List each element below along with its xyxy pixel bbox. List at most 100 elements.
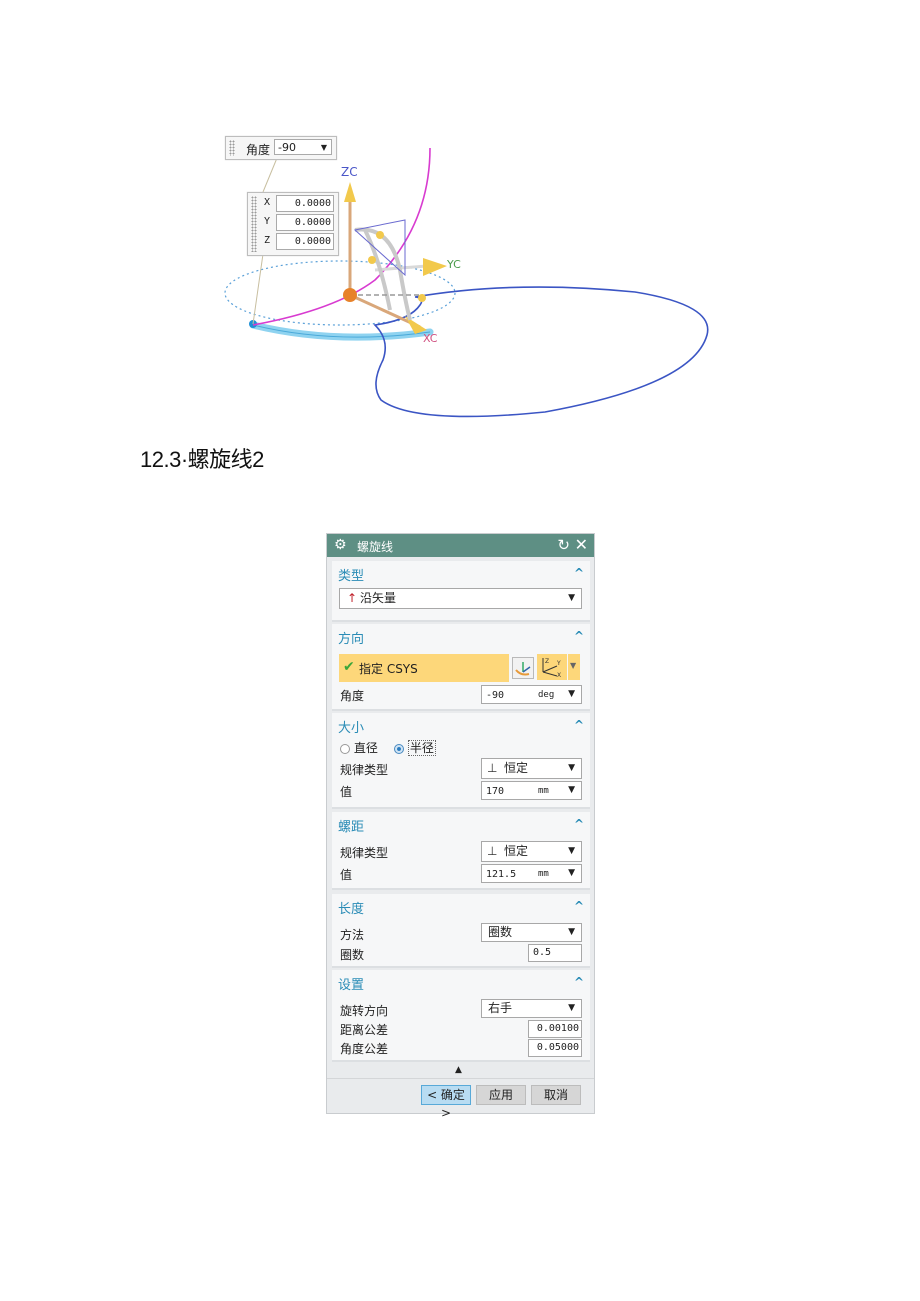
section-title[interactable]: 大小: [338, 721, 365, 736]
radio-label: 直径: [353, 741, 378, 755]
gear-icon: ⚙: [334, 537, 347, 553]
size-law-dropdown[interactable]: ⊥ 恒定 ▼: [481, 758, 582, 779]
method-value: 圈数: [488, 925, 513, 939]
type-dropdown[interactable]: ↑ 沿矢量 ▼: [339, 588, 582, 609]
section-title[interactable]: 长度: [338, 902, 365, 917]
section-title[interactable]: 类型: [338, 569, 365, 584]
angle-tolerance-input[interactable]: 0.05000: [528, 1039, 582, 1057]
rotation-dropdown[interactable]: 右手 ▼: [481, 999, 582, 1018]
section-title[interactable]: 螺距: [338, 820, 365, 835]
section-heading: 12.3·螺旋线2: [140, 447, 264, 472]
distance-tolerance-label: 距离公差: [340, 1023, 389, 1037]
section-size: 大小 ^ 直径 半径 规律类型 ⊥ 恒定 ▼ 值 170 mm ▼: [332, 713, 590, 809]
csys-label: 指定 CSYS: [359, 662, 418, 676]
chevron-down-icon: ▼: [568, 689, 575, 699]
rotation-label: 旋转方向: [340, 1004, 389, 1018]
drag-handle[interactable]: [251, 196, 257, 252]
coord-row-x: X 0.0000: [260, 195, 336, 213]
turns-input[interactable]: 0.5: [528, 944, 582, 962]
csys-dialog-button[interactable]: [512, 657, 534, 679]
vector-arrow-icon: ↑: [347, 591, 358, 605]
chevron-down-icon: ▼: [568, 927, 575, 937]
chevron-down-icon: ▼: [570, 661, 577, 670]
law-value: 恒定: [504, 761, 529, 775]
radio-label: 半径: [407, 740, 436, 756]
chevron-up-icon[interactable]: ^: [573, 629, 584, 643]
section-title[interactable]: 设置: [338, 978, 365, 993]
csys-type-dropdown[interactable]: ▼: [568, 654, 580, 680]
pitch-unit: mm: [538, 869, 549, 879]
chevron-down-icon: ▼: [568, 846, 575, 856]
angle-dropdown[interactable]: -90 ▼: [274, 139, 332, 155]
angle-input[interactable]: -90 deg ▼: [481, 685, 582, 704]
apply-button[interactable]: 应用: [476, 1085, 526, 1105]
chevron-up-icon[interactable]: ^: [573, 899, 584, 913]
coord-axis-label: Y: [264, 216, 271, 227]
checkmark-icon: ✔: [343, 659, 355, 675]
cancel-button[interactable]: 取消: [531, 1085, 581, 1105]
radio-selected-icon: [394, 743, 404, 754]
coordinate-onscreen-inputs: X 0.0000 Y 0.0000 Z 0.0000: [247, 192, 339, 256]
radio-radius[interactable]: 半径: [394, 739, 436, 756]
angle-label: 角度: [340, 689, 365, 703]
angle-onscreen-input[interactable]: 角度 -90 ▼: [225, 136, 337, 160]
value-label: 值: [340, 785, 353, 799]
value-label: 值: [340, 868, 353, 882]
size-value-input[interactable]: 170 mm ▼: [481, 781, 582, 800]
chevron-up-icon[interactable]: ^: [573, 566, 584, 580]
svg-text:Y: Y: [556, 660, 561, 667]
chevron-down-icon: ▼: [568, 593, 575, 603]
drag-handle[interactable]: [229, 140, 235, 156]
section-length: 长度 ^ 方法 圈数 ▼ 圈数 0.5: [332, 894, 590, 968]
distance-tolerance-input[interactable]: 0.00100: [528, 1020, 582, 1038]
coord-z-input[interactable]: 0.0000: [276, 233, 334, 250]
close-icon[interactable]: ✕: [574, 535, 588, 554]
helix-preview-graphic: ZC XC YC: [224, 147, 709, 418]
radio-diameter[interactable]: 直径: [340, 739, 378, 756]
size-value: 170: [486, 786, 505, 797]
radio-icon: [340, 743, 350, 754]
coord-axis-label: Z: [264, 235, 271, 246]
angle-label: 角度: [246, 143, 271, 157]
coord-x-input[interactable]: 0.0000: [276, 195, 334, 212]
pitch-value-input[interactable]: 121.5 mm ▼: [481, 864, 582, 883]
section-title[interactable]: 方向: [338, 632, 365, 647]
type-value: 沿矢量: [360, 591, 397, 605]
specify-csys-selector[interactable]: ✔ 指定 CSYS: [339, 654, 509, 682]
law-type-label: 规律类型: [340, 763, 389, 777]
cad-viewport[interactable]: ZC XC YC 角度 -90 ▼ X 0.0000 Y: [215, 130, 725, 425]
coord-axis-label: X: [264, 197, 271, 208]
chevron-down-icon: ▼: [568, 1003, 575, 1013]
dialog-titlebar: ⚙ 螺旋线 ↻ ✕: [327, 534, 594, 557]
pitch-value: 121.5: [486, 869, 517, 880]
size-unit: mm: [538, 786, 549, 796]
angle-value: -90: [278, 141, 296, 154]
chevron-down-icon: ▼: [568, 763, 575, 773]
reset-icon[interactable]: ↻: [557, 536, 570, 554]
chevron-down-icon: ▼: [320, 143, 327, 152]
law-value: 恒定: [504, 844, 529, 858]
pitch-law-dropdown[interactable]: ⊥ 恒定 ▼: [481, 841, 582, 862]
collapse-up-icon[interactable]: ▲: [455, 1065, 462, 1075]
method-label: 方法: [340, 928, 365, 942]
chevron-up-icon[interactable]: ^: [573, 817, 584, 831]
turns-label: 圈数: [340, 948, 365, 962]
coord-row-z: Z 0.0000: [260, 233, 336, 251]
angle-tolerance-label: 角度公差: [340, 1042, 389, 1056]
section-settings: 设置 ^ 旋转方向 右手 ▼ 距离公差 0.00100 角度公差 0.05000: [332, 970, 590, 1062]
constant-law-icon: ⊥: [487, 844, 498, 858]
coord-y-input[interactable]: 0.0000: [276, 214, 334, 231]
length-method-dropdown[interactable]: 圈数 ▼: [481, 923, 582, 942]
dialog-footer: ▲ < 确定 > 应用 取消: [327, 1062, 594, 1120]
chevron-up-icon[interactable]: ^: [573, 975, 584, 989]
svg-text:XC: XC: [423, 332, 438, 345]
ok-button[interactable]: < 确定 >: [421, 1085, 471, 1120]
chevron-up-icon[interactable]: ^: [573, 718, 584, 732]
coord-row-y: Y 0.0000: [260, 214, 336, 232]
svg-text:Z: Z: [545, 658, 549, 665]
svg-text:ZC: ZC: [341, 165, 358, 179]
